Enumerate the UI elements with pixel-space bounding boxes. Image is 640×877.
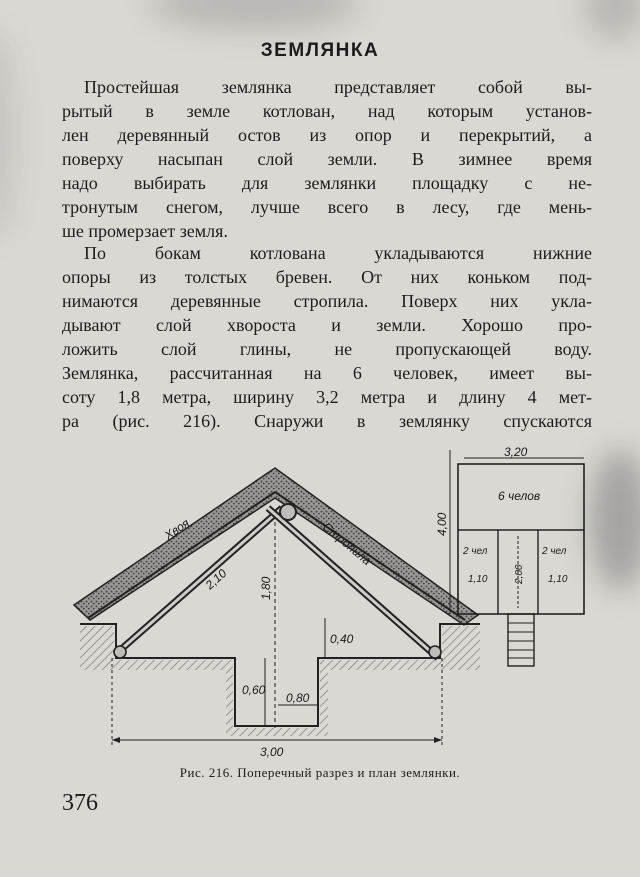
brushwood-line — [87, 491, 276, 619]
ground-and-pit — [80, 623, 480, 727]
text-line: надо выбирать для землянки площадку с не… — [62, 173, 592, 193]
label-2-00: 2,00 — [514, 564, 525, 585]
text-line: Землянка, рассчитанная на 6 человек, име… — [62, 363, 592, 383]
figure-caption: Рис. 216. Поперечный разрез и план земля… — [179, 765, 461, 780]
paragraph-1: Простейшая землянка представляет собой в… — [62, 75, 592, 243]
stain — [0, 30, 15, 240]
page-title: ЗЕМЛЯНКА — [260, 40, 380, 61]
text-line: Простейшая землянка представляет собой в… — [84, 77, 592, 97]
cross-section: Хвоя Стропила 2,10 1,80 0,40 0,60 0,80 3… — [72, 467, 480, 759]
text-line: рытый в земле котлован, над которым уста… — [62, 101, 592, 121]
text-line: опоры из толстых бревен. От них коньком … — [62, 267, 592, 287]
text-line: По бокам котлована укладываются нижние — [84, 243, 592, 263]
text-line: ше промерзает земля. — [62, 221, 228, 241]
label-0-60: 0,60 — [242, 683, 266, 697]
label-1-80: 1,80 — [259, 576, 273, 600]
arrow — [434, 737, 442, 743]
page-number: 376 — [62, 790, 98, 816]
rafter-right-inner — [267, 506, 439, 660]
dugout-drawing: Хвоя Стропила 2,10 1,80 0,40 0,60 0,80 3… — [72, 445, 585, 759]
stain — [585, 0, 640, 40]
text-line: тронутым снегом, лучше всего в лесу, где… — [62, 197, 592, 217]
label-1-10-left: 1,10 — [468, 574, 488, 585]
label-2-10: 2,10 — [202, 566, 230, 593]
paragraph-2: По бокам котлована укладываются нижние о… — [62, 241, 592, 433]
text-line: нимаются деревянные стропила. Поверх них… — [62, 291, 592, 311]
label-4-00: 4,00 — [435, 512, 449, 536]
rafter-left-inner — [117, 506, 283, 654]
ridge-log — [279, 503, 297, 521]
plan-outline — [457, 463, 585, 615]
text-line: ра (рис. 216). Снаружи в землянку спуска… — [62, 411, 592, 431]
text-line: соту 1,8 метра, ширину 3,2 метра и длину… — [62, 387, 592, 407]
label-room: 6 челов — [498, 489, 540, 503]
label-1-10-right: 1,10 — [548, 574, 568, 585]
text-line: ложить слой глины, не пропускающей воду. — [62, 339, 592, 359]
label-3-20: 3,20 — [504, 445, 528, 459]
arrow — [112, 737, 120, 743]
base-log-right — [428, 645, 442, 659]
floor-plan: 3,20 4,00 6 челов 2 чел 2 чел 1,10 1,10 … — [435, 445, 585, 667]
label-0-40: 0,40 — [330, 632, 354, 646]
stain — [150, 0, 360, 30]
text-line: лен деревянный остов из опор и перекрыти… — [62, 125, 592, 145]
label-right-bay: 2 чел — [541, 546, 567, 557]
entrance-stairs — [507, 613, 535, 667]
text-line: дывают слой хвороста и земли. Хорошо про… — [62, 315, 592, 335]
label-0-80: 0,80 — [286, 691, 310, 705]
stain — [590, 450, 640, 590]
base-log-left — [113, 645, 127, 659]
text-line: поверху насыпан слой земли. В зимнее вре… — [62, 149, 592, 169]
figure-216: Хвоя Стропила 2,10 1,80 0,40 0,60 0,80 3… — [60, 440, 600, 770]
label-left-bay: 2 чел — [462, 546, 488, 557]
label-3-00: 3,00 — [260, 745, 284, 759]
brushwood-line — [274, 491, 466, 621]
